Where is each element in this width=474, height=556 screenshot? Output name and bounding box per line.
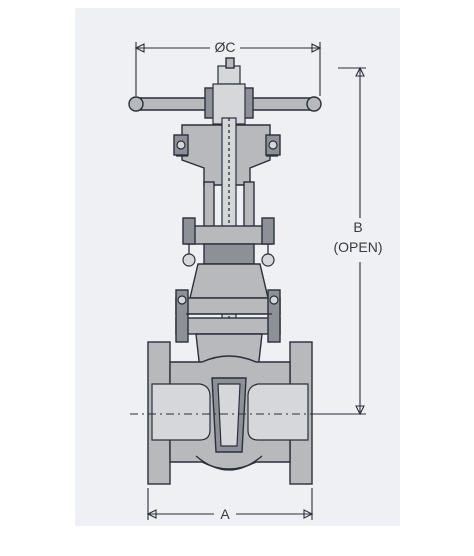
valve-body [147, 341, 313, 485]
dimension-c: ØC [134, 38, 322, 96]
dimension-a-label: A [220, 506, 230, 522]
dimension-b-note: (OPEN) [334, 239, 383, 255]
dimension-c-label: ØC [215, 39, 236, 55]
bonnet [175, 263, 281, 343]
dimension-a: A [146, 488, 314, 522]
handwheel [128, 57, 322, 125]
dimension-b: B (OPEN) [318, 66, 390, 416]
dimension-b-label: B [353, 219, 362, 235]
